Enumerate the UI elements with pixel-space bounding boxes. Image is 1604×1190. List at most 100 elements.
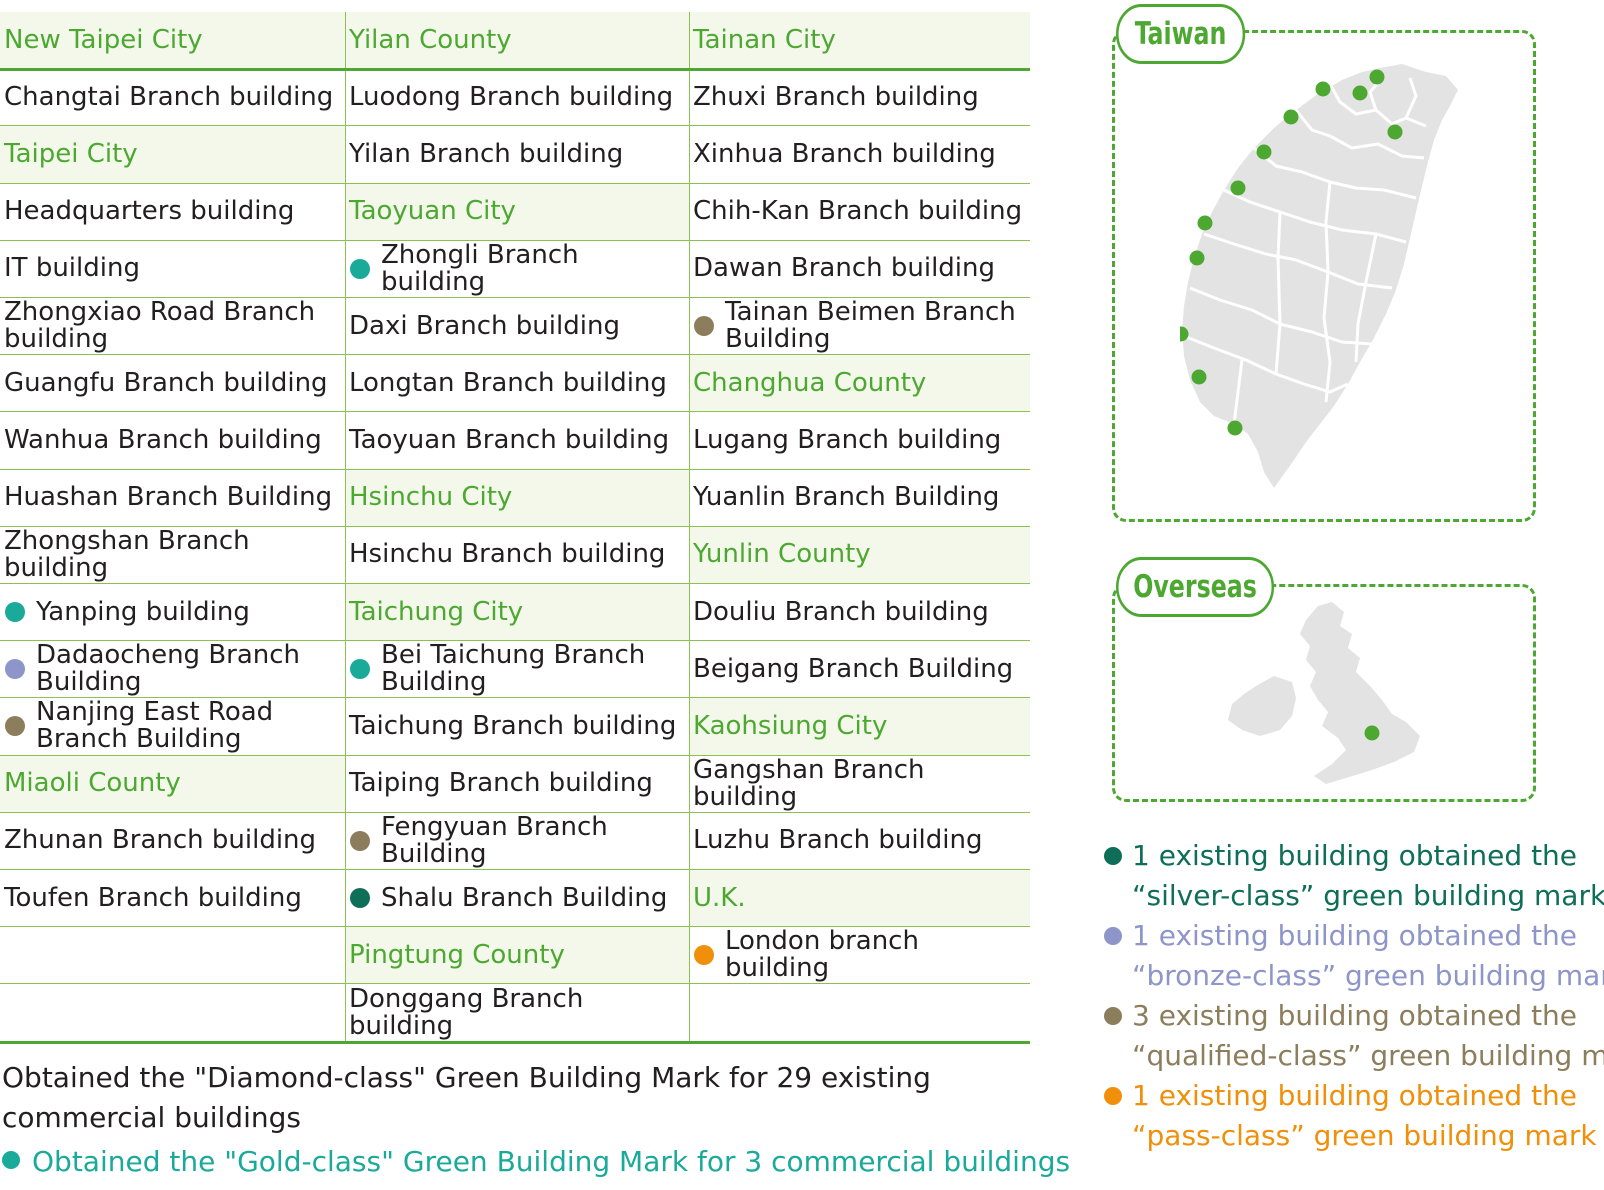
cell-text: Dadaocheng Branch Building [36,640,301,698]
cell-text: Miaoli County [4,768,181,799]
cell-text: Lugang Branch building [693,424,1002,455]
building-cell: Beigang Branch Building [689,641,1030,699]
building-cell [0,984,345,1041]
building-cell: Headquarters building [0,184,345,241]
cell-text: Headquarters building [4,196,295,227]
legend-line-pass: 1 existing building obtained the [1104,1076,1604,1116]
building-cell: Daxi Branch building [345,298,689,356]
region-header-cell: Kaohsiung City [689,698,1030,756]
taiwan-location-dot [1369,69,1385,85]
cell-text: Nanjing East Road Branch Building [36,697,274,755]
legend-text: 1 existing building obtained the [1132,919,1578,952]
region-header-cell: U.K. [689,870,1030,928]
building-cell: Hsinchu Branch building [345,527,689,584]
taiwan-label: Taiwan [1116,4,1246,64]
taiwan-map [1180,64,1458,488]
cell-text: London branch building [725,926,919,984]
building-cell: Toufen Branch building [0,870,345,928]
building-cell: Luodong Branch building [345,69,689,127]
legend: 1 existing building obtained the “silver-… [1104,836,1604,1156]
region-header-cell: Taoyuan City [345,183,689,241]
legend-text: 3 existing building obtained the [1132,999,1578,1032]
cell-text: Tainan City [693,25,836,56]
cell-text: Taoyuan City [349,196,516,227]
gold-class-dot-icon [350,258,370,279]
qualified-class-dot-icon [5,716,25,737]
legend-text: 1 existing building obtained the [1132,1079,1578,1112]
legend-text: “pass-class” green building mark [1132,1119,1597,1152]
building-cell: Huashan Branch Building [0,470,345,527]
bronze-class-dot-icon [5,659,25,680]
table-rule [0,1040,1030,1044]
legend-text: 1 existing building obtained the [1132,839,1578,872]
legend-text: “qualified-class” green building mark [1132,1039,1604,1072]
taiwan-location-dot [1180,326,1189,342]
legend-line-pass: “pass-class” green building mark [1104,1116,1604,1156]
cell-text: Huashan Branch Building [4,482,333,513]
region-header-cell: Hsinchu City [345,469,689,527]
cell-text: Dawan Branch building [693,253,996,284]
taiwan-island-shape [1182,64,1458,488]
cell-text: Yanping building [36,596,250,627]
cell-text: Changhua County [693,367,927,398]
building-cell: Xinhua Branch building [689,126,1030,184]
building-cell: Luzhu Branch building [689,813,1030,870]
cell-text: Changtai Branch building [4,81,334,112]
building-cell: Guangfu Branch building [0,355,345,413]
cell-text: Yilan County [349,25,512,56]
building-cell: Yilan Branch building [345,126,689,184]
region-header-cell: Pingtung County [345,927,689,985]
cell-text: Zhunan Branch building [4,825,317,856]
building-cell: IT building [0,241,345,298]
cell-text: Bei Taichung Branch Building [381,640,646,698]
cell-text: Zhuxi Branch building [693,81,979,112]
cell-text: New Taipei City [4,25,203,56]
taiwan-location-dot [1283,109,1299,125]
qualified-class-dot-icon [350,830,370,851]
taiwan-location-dot [1197,215,1213,231]
building-cell [0,927,345,985]
cell-text: Luodong Branch building [349,81,674,112]
taiwan-location-dot [1352,85,1368,101]
cell-text: Yuanlin Branch Building [693,482,1000,513]
building-cell: Zhongli Branch building [345,241,689,298]
taiwan-location-dot [1227,420,1243,436]
bronze-class-dot-icon [1104,927,1122,945]
building-cell: Zhongxiao Road Branch building [0,297,345,356]
cell-text: Taoyuan Branch building [349,424,670,455]
cell-text: Zhongxiao Road Branch building [4,297,316,355]
cell-text: Donggang Branch building [349,983,584,1041]
building-cell: Zhongshan Branch building [0,527,345,584]
building-cell: Tainan Beimen Branch Building [689,298,1030,356]
cell-text: Gangshan Branch building [693,754,925,812]
region-header-cell: Miaoli County [0,755,345,813]
cell-text: Guangfu Branch building [4,367,328,398]
legend-text: “bronze-class” green building mark [1132,959,1604,992]
table-rule [0,68,1030,72]
building-cell: Lugang Branch building [689,412,1030,470]
region-header-cell: Tainan City [689,12,1030,70]
column-divider [345,12,346,1042]
legend-line-qualified: “qualified-class” green building mark [1104,1036,1604,1076]
cell-text: U.K. [693,882,746,913]
cell-text: Beigang Branch Building [693,653,1014,684]
taiwan-location-dot [1387,124,1403,140]
cell-text: Taichung City [349,596,524,627]
building-cell: London branch building [689,926,1030,985]
region-header-cell: Taipei City [0,126,345,184]
region-header-cell: Changhua County [689,355,1030,413]
cell-text: Wanhua Branch building [4,424,322,455]
cell-text: Luzhu Branch building [693,825,983,856]
cell-text: Shalu Branch Building [381,882,668,913]
taiwan-location-dot [1256,144,1272,160]
great-britain-shape [1300,602,1420,784]
gold-class-dot-icon [5,602,25,623]
building-cell: Taoyuan Branch building [345,412,689,470]
region-header-cell: Taichung City [345,584,689,642]
overseas-map-panel [1112,584,1536,802]
gold-class-dot-icon [2,1151,20,1169]
legend-text: “silver-class” green building mark [1132,879,1604,912]
taiwan-location-dot [1189,250,1205,266]
